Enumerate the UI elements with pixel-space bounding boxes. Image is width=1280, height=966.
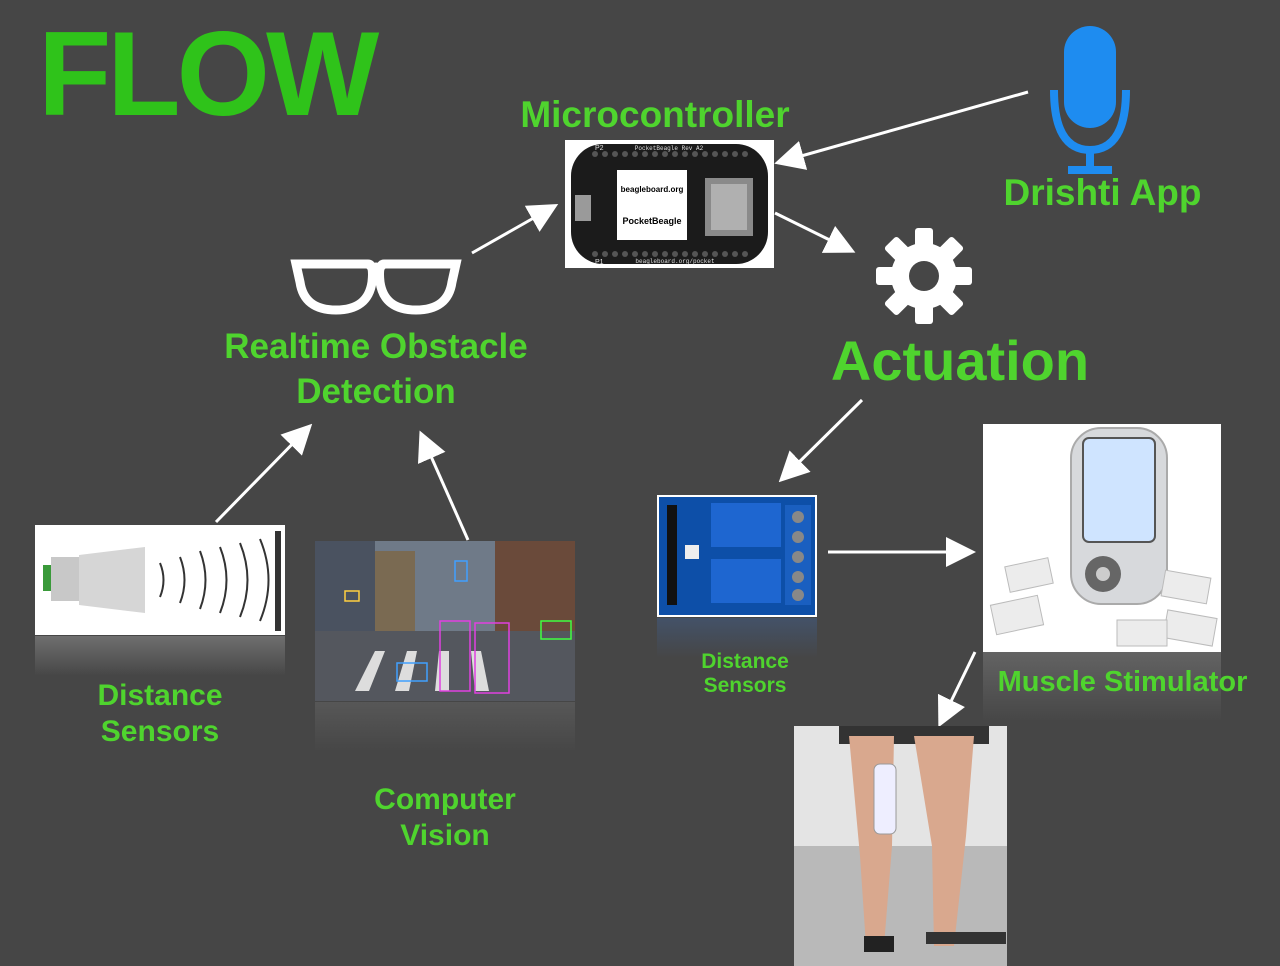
computer-vision-line1: Computer xyxy=(374,783,516,816)
distance-sensors-right-line2: Sensors xyxy=(703,674,787,697)
page-title: FLOW xyxy=(38,7,379,141)
microcontroller-label: Microcontroller xyxy=(520,94,790,135)
arrow-stimulator-to-leg xyxy=(937,651,977,728)
distance-sensors-right-line1: Distance xyxy=(701,650,789,673)
board-name: PocketBeagle xyxy=(622,216,681,226)
distance-sensors-left-line1: Distance xyxy=(97,679,223,712)
muscle-stimulator-reflection xyxy=(983,652,1221,722)
muscle-stimulator-image xyxy=(983,424,1221,652)
glasses-icon xyxy=(290,259,462,315)
ultrasonic-sensor-reflection xyxy=(35,636,285,676)
board-p2: P2 xyxy=(595,145,604,152)
pocketbeagle-board-image: beagleboard.org PocketBeagle PocketBeagl… xyxy=(565,140,774,268)
actuation-label: Actuation xyxy=(830,329,1090,392)
computer-vision-line2: Vision xyxy=(400,819,490,852)
relay-module-image xyxy=(657,495,817,617)
computer-vision-street-image xyxy=(315,541,575,701)
arrow-sensor-to-detection xyxy=(214,423,313,524)
arrow-app-to-micro xyxy=(774,90,1029,170)
realtime-obstacle-detection-line2: Detection xyxy=(296,372,456,411)
computer-vision-reflection xyxy=(315,702,575,752)
computer-vision-label: Computer Vision xyxy=(360,782,530,854)
leg-photo-image xyxy=(794,726,1007,966)
realtime-obstacle-detection-label: Realtime Obstacle Detection xyxy=(206,324,546,414)
relay-module-reflection xyxy=(657,618,817,658)
board-url: beagleboard.org/pocket xyxy=(635,258,714,265)
realtime-obstacle-detection-line1: Realtime Obstacle xyxy=(224,327,528,366)
arrow-vision-to-detection xyxy=(417,430,470,541)
board-p1: P1 xyxy=(595,259,604,266)
distance-sensors-left-label: Distance Sensors xyxy=(70,678,250,750)
microphone-icon xyxy=(1050,26,1130,174)
distance-sensors-left-line2: Sensors xyxy=(100,715,220,748)
ultrasonic-sensor-image xyxy=(35,525,285,635)
board-rev: PocketBeagle Rev A2 xyxy=(635,145,704,152)
board-logo: beagleboard.org xyxy=(621,185,684,194)
arrow-actuation-to-relay xyxy=(778,398,864,483)
distance-sensors-right-label: Distance Sensors xyxy=(685,650,805,698)
arrow-detection-to-micro xyxy=(471,204,559,255)
muscle-stimulator-label: Muscle Stimulator xyxy=(997,666,1248,698)
arrow-micro-to-actuation xyxy=(774,211,856,253)
drishti-app-label: Drishti App xyxy=(1003,172,1202,213)
gear-icon xyxy=(876,228,972,324)
